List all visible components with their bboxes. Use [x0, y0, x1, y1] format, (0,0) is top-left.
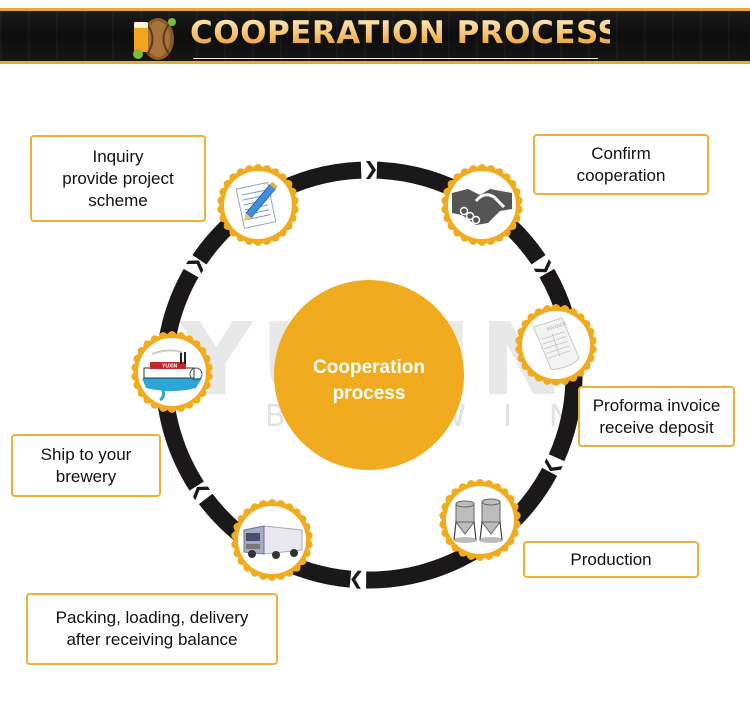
arrow-notch [544, 458, 563, 472]
arrow-notch [185, 260, 204, 274]
fermenter-tank-icon [453, 498, 503, 543]
step-ship-line-2: brewery [55, 466, 117, 486]
step-confirm-line-1: Confirm [591, 143, 651, 163]
step-badge-ship: YUXIN [131, 331, 213, 413]
truck-icon [243, 525, 303, 559]
step-inquiry-line-2: provide project [62, 168, 174, 188]
step-ship-line-1: Ship to your [40, 444, 132, 464]
step-badge-invoice: INVOICE [515, 304, 597, 386]
center-line-2: process [332, 383, 406, 404]
step-badge-inquiry [217, 164, 299, 246]
step-badges: INVOICE [131, 164, 597, 581]
step-box-confirm: Confirm cooperation [533, 134, 709, 195]
step-box-invoice: Proforma invoice receive deposit [578, 386, 735, 447]
arrow-notch [533, 259, 552, 273]
center-line-1: Cooperation [313, 357, 425, 378]
step-inquiry-line-1: Inquiry [92, 146, 144, 166]
step-box-inquiry: Inquiry provide project scheme [30, 135, 206, 222]
svg-text:YUXIN: YUXIN [162, 364, 178, 370]
step-confirm-line-2: cooperation [576, 165, 666, 185]
invoice-icon: INVOICE [532, 317, 580, 371]
step-box-packing: Packing, loading, delivery after receivi… [26, 593, 278, 665]
arrow-notch [366, 161, 376, 179]
center-circle [274, 280, 464, 470]
step-box-ship: Ship to your brewery [11, 434, 161, 497]
beer-barrel-icon [133, 18, 176, 60]
step-invoice-line-2: receive deposit [599, 417, 714, 437]
step-badge-production [439, 479, 521, 561]
step-production-line-1: Production [570, 549, 652, 569]
step-box-production: Production [523, 541, 699, 578]
step-packing-line-1: Packing, loading, delivery [55, 608, 249, 627]
document-pen-icon [235, 181, 278, 229]
arrow-notch [351, 570, 362, 589]
title-underline [193, 58, 598, 59]
page-title: COOPERATION PROCESS [190, 15, 621, 51]
handshake-icon [452, 189, 512, 225]
ship-icon: YUXIN [142, 349, 203, 402]
step-packing-line-2: after receiving balance [66, 630, 238, 649]
arrow-notch [193, 486, 211, 501]
step-invoice-line-1: Proforma invoice [592, 395, 721, 415]
step-badge-packing [231, 499, 313, 581]
step-inquiry-line-3: scheme [88, 190, 148, 210]
center-label: Cooperation process [274, 355, 464, 407]
step-badge-confirm [441, 164, 523, 246]
header-banner: COOPERATION PROCESS [0, 8, 750, 64]
